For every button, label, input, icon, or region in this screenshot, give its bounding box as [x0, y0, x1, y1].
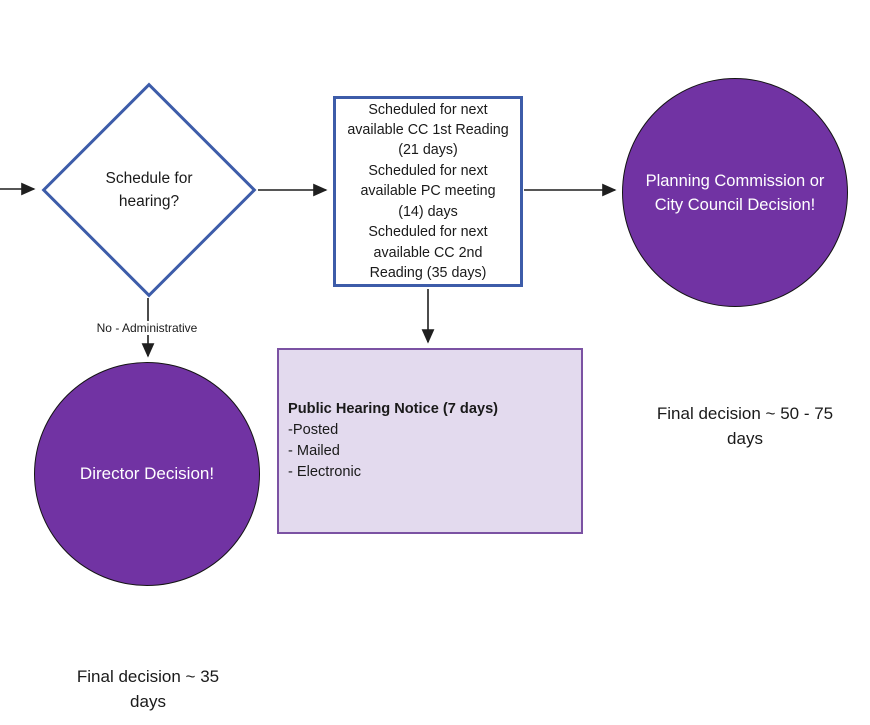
notice-item-electronic: - Electronic — [288, 464, 361, 480]
notice-item-posted: -Posted — [288, 422, 339, 438]
pc-cc-decision-label: Planning Commission or City Council Deci… — [645, 171, 825, 214]
no-administrative-edge-label: No - Administrative — [67, 321, 227, 335]
decision-diamond-label: Schedule for hearing? — [105, 170, 193, 210]
final-decision-left-annotation: Final decision ~ 35 days — [76, 667, 220, 711]
notice-box-title: Public Hearing Notice (7 days) — [288, 401, 499, 417]
schedule-box: Scheduled for next available CC 1st Read… — [333, 96, 523, 287]
schedule-box-text: Scheduled for next available CC 1st Read… — [347, 101, 509, 281]
pc-cc-decision-circle: Planning Commission or City Council Deci… — [622, 78, 848, 307]
public-hearing-notice-box: Public Hearing Notice (7 days) -Posted -… — [277, 348, 583, 534]
director-decision-label: Director Decision! — [79, 464, 215, 483]
final-decision-right-annotation: Final decision ~ 50 - 75 days — [656, 404, 834, 448]
notice-item-mailed: - Mailed — [288, 443, 340, 459]
director-decision-circle: Director Decision! — [34, 362, 260, 586]
